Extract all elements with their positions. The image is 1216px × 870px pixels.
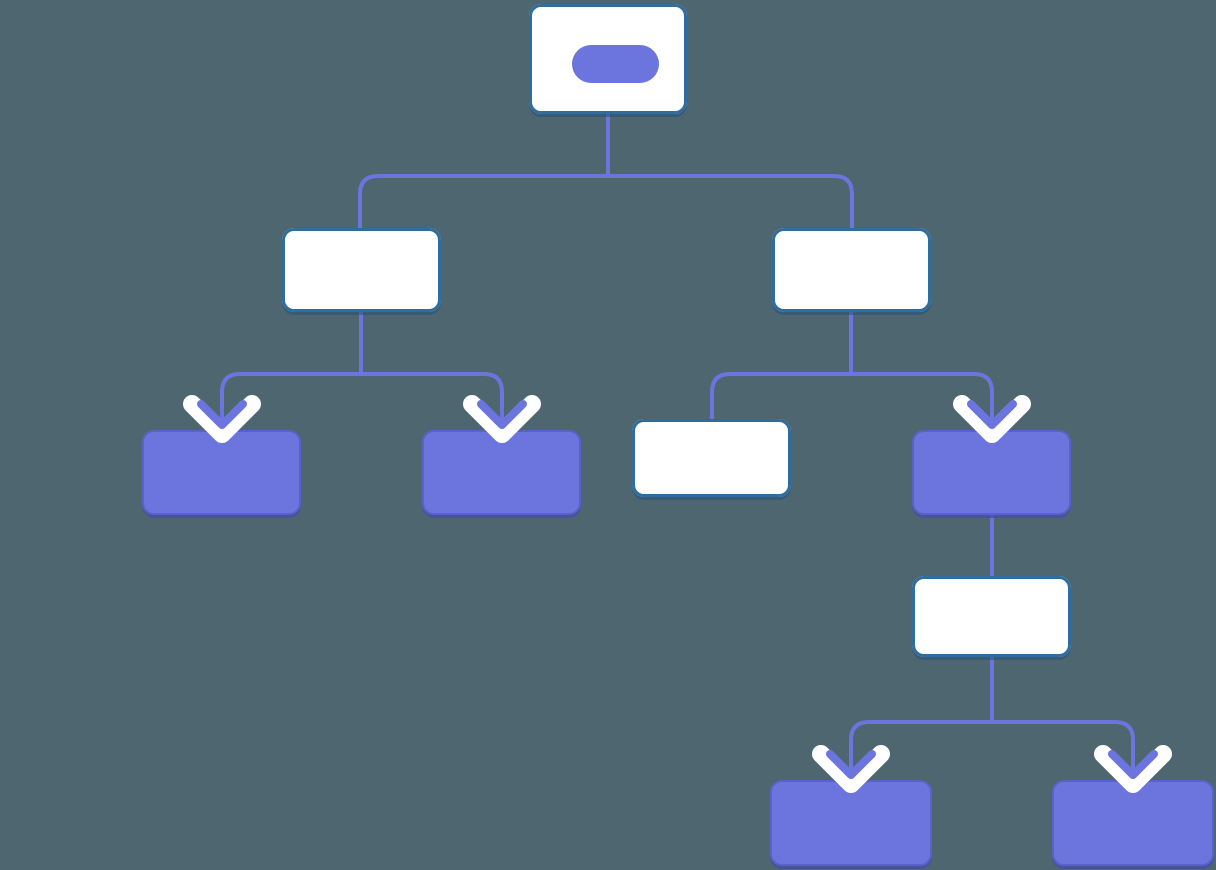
diagram-node-n10[interactable] (1052, 780, 1214, 866)
diagram-node-n8[interactable] (912, 576, 1071, 657)
diagram-node-n9[interactable] (770, 780, 932, 866)
node-pill-badge (572, 45, 659, 83)
diagram-node-n7[interactable] (912, 430, 1071, 515)
diagram-node-n1[interactable] (529, 4, 687, 114)
diagram-node-n6[interactable] (632, 419, 791, 497)
diagram-node-n2[interactable] (282, 228, 441, 312)
diagram-node-n4[interactable] (142, 430, 301, 515)
diagram-node-n3[interactable] (772, 228, 931, 312)
diagram-node-n5[interactable] (422, 430, 581, 515)
